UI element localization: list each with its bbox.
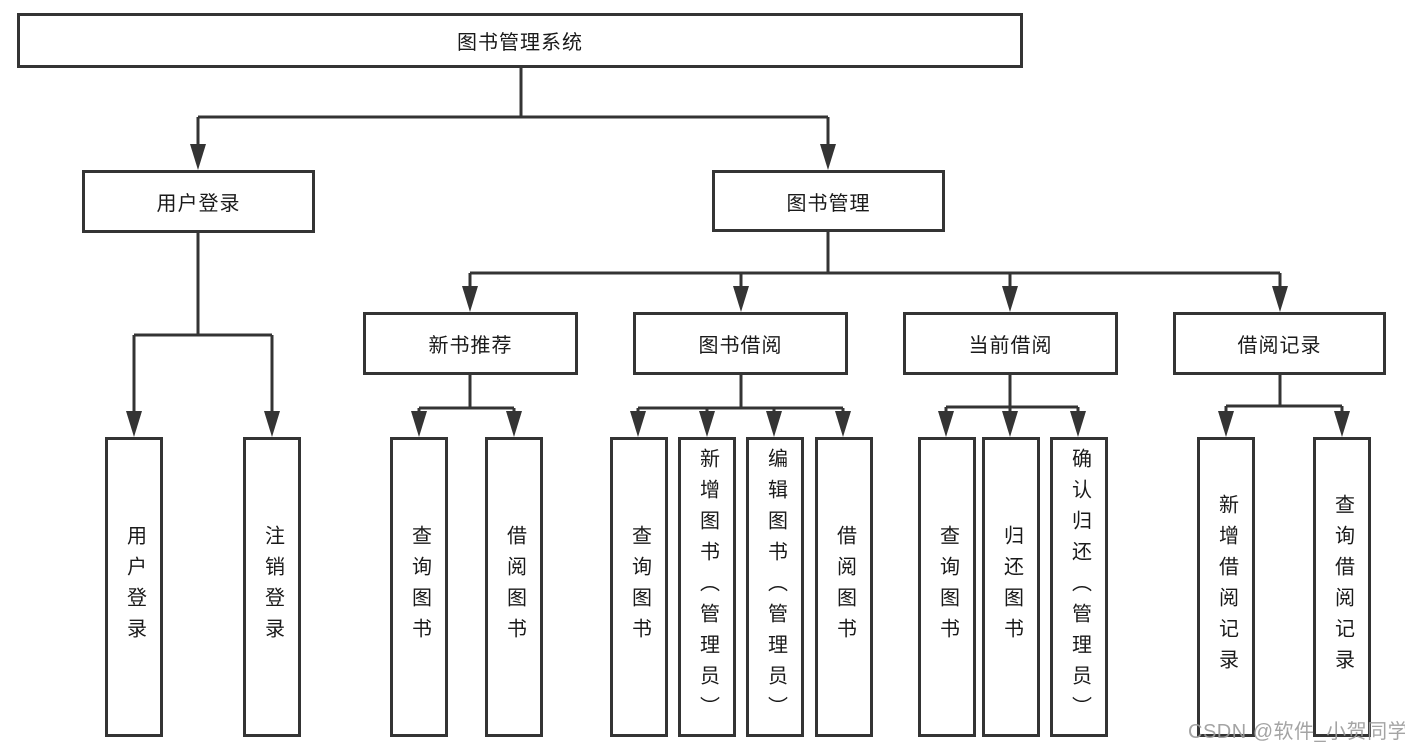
arrowhead-icon	[1334, 411, 1350, 437]
leaf-add-borrow-record: 新增借阅记录	[1197, 437, 1255, 737]
leaf-add-books-admin: 新增图书（管理员）	[678, 437, 736, 737]
node-library-management-system: 图书管理系统	[17, 13, 1023, 68]
node-label: 查询图书	[628, 525, 651, 649]
node-label: 归还图书	[1000, 525, 1023, 649]
arrowhead-icon	[835, 411, 851, 437]
arrowhead-icon	[938, 411, 954, 437]
leaf-logout: 注销登录	[243, 437, 301, 737]
node-label: 借阅图书	[833, 525, 856, 649]
arrowhead-icon	[630, 411, 646, 437]
node-label: 查询图书	[408, 525, 431, 649]
leaf-user-login: 用户登录	[105, 437, 163, 737]
arrowhead-icon	[820, 144, 836, 170]
node-label: 当前借阅	[968, 335, 1053, 357]
leaf-borrow-books-recommend: 借阅图书	[485, 437, 543, 737]
arrowhead-icon	[1002, 286, 1018, 312]
leaf-query-books-recommend: 查询图书	[390, 437, 448, 737]
node-label: 确认归还（管理员）	[1068, 447, 1091, 727]
leaf-query-books-borrowing: 查询图书	[610, 437, 668, 737]
node-label: 查询图书	[936, 525, 959, 649]
node-label: 图书管理系统	[457, 32, 583, 54]
node-current-borrowing: 当前借阅	[903, 312, 1118, 375]
node-label: 编辑图书（管理员）	[764, 447, 787, 727]
node-new-book-recommend: 新书推荐	[363, 312, 578, 375]
node-user-login: 用户登录	[82, 170, 315, 233]
leaf-edit-books-admin: 编辑图书（管理员）	[746, 437, 804, 737]
node-label: 查询借阅记录	[1331, 494, 1354, 680]
arrowhead-icon	[264, 411, 280, 437]
arrowhead-icon	[126, 411, 142, 437]
node-book-borrowing: 图书借阅	[633, 312, 848, 375]
node-label: 图书借阅	[698, 335, 783, 357]
node-borrowing-records: 借阅记录	[1173, 312, 1386, 375]
node-label: 用户登录	[156, 193, 241, 215]
leaf-confirm-return-admin: 确认归还（管理员）	[1050, 437, 1108, 737]
arrowhead-icon	[190, 144, 206, 170]
arrowhead-icon	[462, 286, 478, 312]
arrowhead-icon	[411, 411, 427, 437]
csdn-watermark: CSDN @软件_小贺同学	[1188, 721, 1405, 743]
node-label: 新增图书（管理员）	[696, 447, 719, 727]
node-label: 借阅记录	[1237, 335, 1322, 357]
node-label: 借阅图书	[503, 525, 526, 649]
arrowhead-icon	[506, 411, 522, 437]
node-label: 新增借阅记录	[1215, 494, 1238, 680]
arrowhead-icon	[699, 411, 715, 437]
arrowhead-icon	[766, 411, 782, 437]
node-label: 图书管理	[786, 192, 871, 215]
arrowhead-icon	[1218, 411, 1234, 437]
arrowhead-icon	[733, 286, 749, 312]
arrowhead-icon	[1272, 286, 1288, 312]
arrowhead-icon	[1070, 411, 1086, 437]
leaf-borrow-books: 借阅图书	[815, 437, 873, 737]
node-book-management: 图书管理	[712, 170, 945, 232]
leaf-query-borrow-record: 查询借阅记录	[1313, 437, 1371, 737]
node-label: 用户登录	[123, 525, 146, 649]
node-label: 新书推荐	[428, 335, 513, 357]
node-label: 注销登录	[261, 525, 284, 649]
leaf-query-books-current: 查询图书	[918, 437, 976, 737]
arrowhead-icon	[1002, 411, 1018, 437]
leaf-return-books: 归还图书	[982, 437, 1040, 737]
